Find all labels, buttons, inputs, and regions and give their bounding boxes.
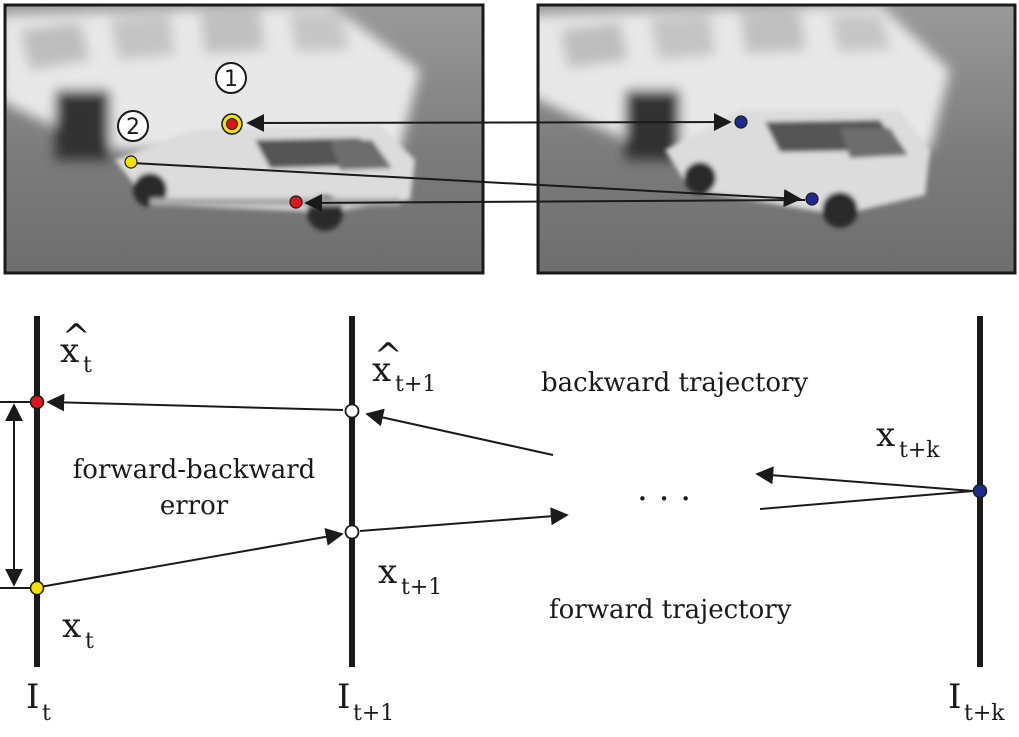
svg-text:I: I	[337, 677, 350, 717]
forward-arrow-tk	[759, 490, 974, 510]
svg-text:t: t	[42, 701, 51, 726]
point-x-t1	[344, 524, 360, 540]
svg-text:t: t	[85, 629, 94, 654]
point-x-hat-t1	[344, 403, 360, 419]
svg-text:1: 1	[224, 67, 238, 92]
point-1-blue	[734, 115, 748, 129]
arrow-point2-backward	[304, 193, 806, 212]
frame-label-t: I t	[26, 677, 51, 726]
point-1-red	[226, 118, 238, 130]
svg-text:^: ^	[374, 336, 403, 376]
svg-text:t+1: t+1	[395, 372, 436, 397]
forward-arrow-1	[39, 527, 344, 588]
backward-arrow-1	[365, 408, 554, 456]
label-x-hat-t1: x ^ t+1	[372, 336, 436, 397]
svg-text:t: t	[83, 353, 92, 378]
badge-point-1: 1	[215, 62, 247, 94]
svg-text:x: x	[378, 552, 397, 592]
point-x-hat-t	[29, 394, 45, 410]
backward-arrow-tk	[755, 466, 974, 492]
label-error-line1: forward-backward	[73, 455, 316, 485]
svg-text:^: ^	[62, 317, 91, 357]
svg-text:I: I	[948, 677, 961, 717]
label-x-hat-t: x ^ t	[60, 317, 92, 378]
point-2-blue	[805, 192, 819, 206]
label-x-t: x t	[62, 606, 94, 654]
svg-text:t+k: t+k	[899, 438, 940, 463]
svg-text:x: x	[62, 606, 81, 646]
svg-text:t+k: t+k	[964, 701, 1005, 726]
svg-text:t+1: t+1	[353, 701, 394, 726]
svg-text:I: I	[26, 677, 39, 717]
svg-text:x: x	[876, 415, 895, 455]
arrow-point2-forward	[131, 162, 802, 208]
point-x-t	[29, 580, 45, 596]
label-error-line2: error	[160, 491, 229, 521]
label-backward-trajectory: backward trajectory	[541, 368, 808, 398]
svg-text:2: 2	[126, 115, 140, 140]
right-frame-photo	[536, 3, 1017, 275]
point-2-red	[289, 195, 303, 209]
backward-arrow-2	[46, 393, 344, 412]
forward-arrow-2	[359, 507, 569, 532]
left-frame-photo	[3, 3, 485, 275]
point-x-tk	[972, 483, 988, 499]
svg-text:x: x	[60, 331, 79, 371]
label-forward-trajectory: forward trajectory	[549, 595, 792, 625]
label-x-t1: x t+1	[378, 552, 442, 600]
arrow-point1-correspondence	[246, 113, 732, 132]
label-x-tk: x t+k	[876, 415, 940, 463]
badge-point-2: 2	[117, 110, 149, 142]
frame-label-t1: I t+1	[337, 677, 394, 726]
frame-label-tk: I t+k	[948, 677, 1005, 726]
svg-text:x: x	[372, 350, 391, 390]
point-2-yellow	[124, 155, 138, 169]
svg-text:t+1: t+1	[401, 575, 442, 600]
ellipsis: . . .	[637, 469, 691, 509]
